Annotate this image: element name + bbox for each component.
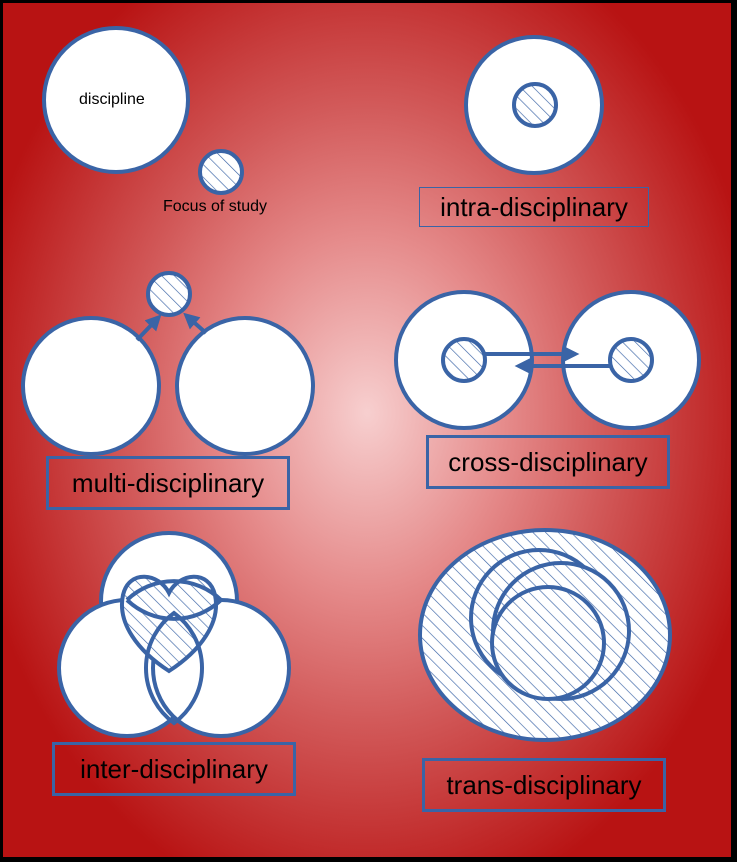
cross-disciplinary-caption: cross-disciplinary bbox=[426, 435, 670, 489]
multi-discipline-circle-right bbox=[175, 316, 315, 456]
trans-circle-3 bbox=[490, 585, 606, 701]
inter-focus-heart-shape bbox=[120, 574, 218, 674]
inter-overlap-lens bbox=[144, 610, 204, 726]
cross-focus-circle-right bbox=[608, 337, 654, 383]
legend-discipline-circle bbox=[42, 26, 190, 174]
multi-disciplinary-caption: multi-disciplinary bbox=[46, 456, 290, 510]
focus-of-study-label: Focus of study bbox=[163, 198, 268, 215]
cross-focus-circle-left bbox=[441, 337, 487, 383]
disciplinarity-diagram bbox=[21, 26, 701, 742]
inter-disciplinary-caption: inter-disciplinary bbox=[52, 742, 296, 796]
trans-disciplinary-caption: trans-disciplinary bbox=[422, 758, 666, 812]
multi-discipline-circle-left bbox=[21, 316, 161, 456]
diagram-canvas: discipline Focus of study intra-discipli… bbox=[3, 3, 731, 857]
multi-focus-circle bbox=[146, 271, 192, 317]
discipline-label: discipline bbox=[79, 91, 145, 108]
multi-arrow-right bbox=[183, 312, 208, 335]
intra-disciplinary-caption: intra-disciplinary bbox=[419, 187, 649, 227]
legend-focus-circle bbox=[198, 149, 244, 195]
multi-arrow-left bbox=[135, 314, 162, 342]
inter-overlap-outline bbox=[125, 579, 223, 621]
intra-focus-circle bbox=[512, 82, 558, 128]
